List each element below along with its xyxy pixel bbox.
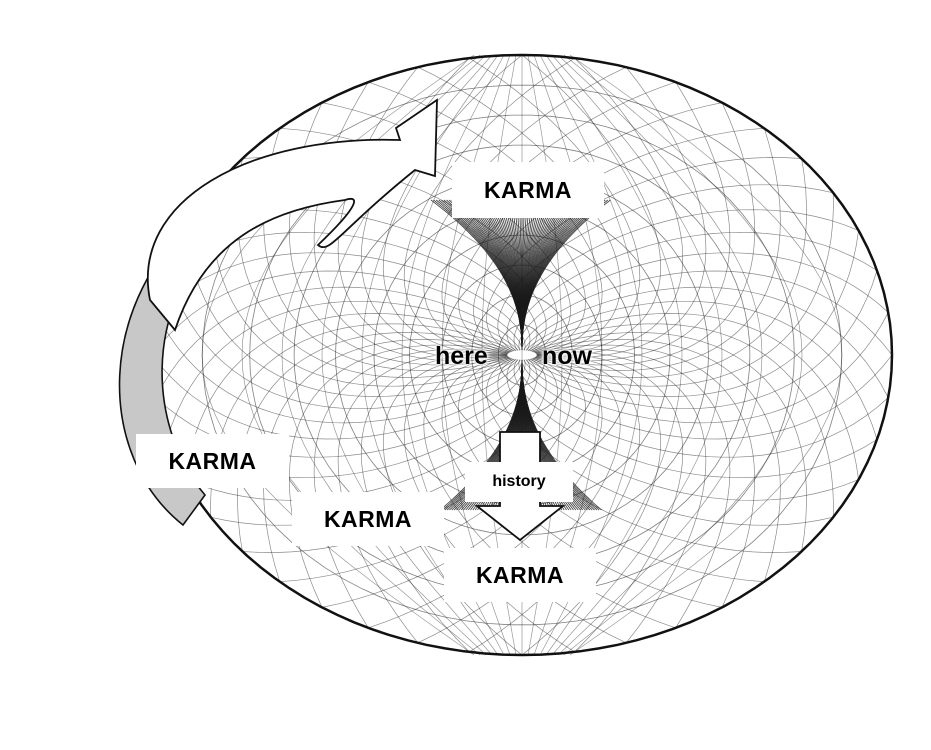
mesh-line <box>185 230 517 397</box>
mesh-line <box>535 81 731 362</box>
mesh-line <box>293 144 751 566</box>
karma-label-bottom: KARMA <box>444 548 596 602</box>
now-text: now <box>542 342 592 370</box>
mesh-line <box>513 359 878 479</box>
curved-arrow-icon <box>147 98 438 332</box>
mesh-line <box>527 313 859 480</box>
mesh-line <box>534 344 756 608</box>
mesh-line <box>166 300 519 440</box>
mesh-line <box>536 66 707 359</box>
mesh-line <box>417 66 621 355</box>
mesh-line <box>521 270 893 356</box>
mesh-line <box>249 114 795 596</box>
mesh-line <box>523 312 889 424</box>
mesh-line <box>360 353 508 653</box>
mesh-line <box>155 286 521 398</box>
mesh-line <box>155 252 526 351</box>
mesh-line <box>523 286 889 398</box>
mesh-line <box>521 199 611 351</box>
mesh-line <box>151 354 523 440</box>
mesh-line <box>531 332 807 552</box>
mesh-line <box>525 270 878 410</box>
mesh-line <box>532 128 781 371</box>
mesh-line <box>210 192 515 387</box>
mesh-line <box>531 158 807 378</box>
mesh-line <box>210 323 515 518</box>
mesh-line <box>382 54 523 356</box>
mesh-line <box>513 231 878 351</box>
mesh-line <box>527 230 859 397</box>
mesh-line <box>532 339 781 582</box>
mesh-line <box>536 57 684 357</box>
mesh-line <box>545 54 683 656</box>
mesh-line <box>441 264 603 446</box>
mesh-line <box>337 351 508 644</box>
mesh-line <box>288 344 510 608</box>
mesh-line <box>458 102 723 353</box>
mesh-line <box>368 81 603 354</box>
mesh-line <box>201 84 843 626</box>
mesh-line <box>403 57 575 355</box>
mesh-line <box>155 312 521 424</box>
mesh-line <box>536 351 707 644</box>
mesh-line <box>563 54 803 656</box>
karma-label-top: KARMA <box>452 162 604 218</box>
mesh-line <box>551 54 723 656</box>
mesh-line <box>458 357 723 608</box>
karma-label-middle: KARMA <box>292 492 444 546</box>
mesh-line <box>521 54 662 356</box>
mesh-line <box>166 270 519 410</box>
mesh-line <box>569 54 843 656</box>
mesh-line <box>518 359 889 458</box>
mesh-line <box>506 209 859 351</box>
mesh-line <box>534 102 756 366</box>
mesh-line <box>382 354 523 656</box>
mesh-line <box>529 323 834 518</box>
mesh-line <box>321 357 586 608</box>
mesh-line <box>518 252 889 351</box>
mesh-line <box>529 192 834 387</box>
mesh-line <box>409 234 635 476</box>
mesh-line <box>469 57 641 355</box>
mesh-line <box>423 66 627 355</box>
mesh-line <box>263 128 512 371</box>
mesh-line <box>185 313 517 480</box>
mesh-line <box>525 300 878 440</box>
mesh-line <box>536 353 684 653</box>
mesh-line <box>521 354 893 440</box>
mesh-line <box>535 348 731 629</box>
mesh-line <box>166 231 531 351</box>
mesh-line <box>441 81 676 354</box>
mesh-line <box>506 359 859 501</box>
mesh-line <box>557 54 763 656</box>
mesh-line <box>521 354 662 656</box>
karma-label-left: KARMA <box>136 434 289 488</box>
history-label: history <box>465 462 573 502</box>
mesh-line <box>151 270 523 356</box>
here-text: here <box>435 342 488 370</box>
mesh-line <box>237 158 513 378</box>
mesh-line <box>185 359 538 501</box>
